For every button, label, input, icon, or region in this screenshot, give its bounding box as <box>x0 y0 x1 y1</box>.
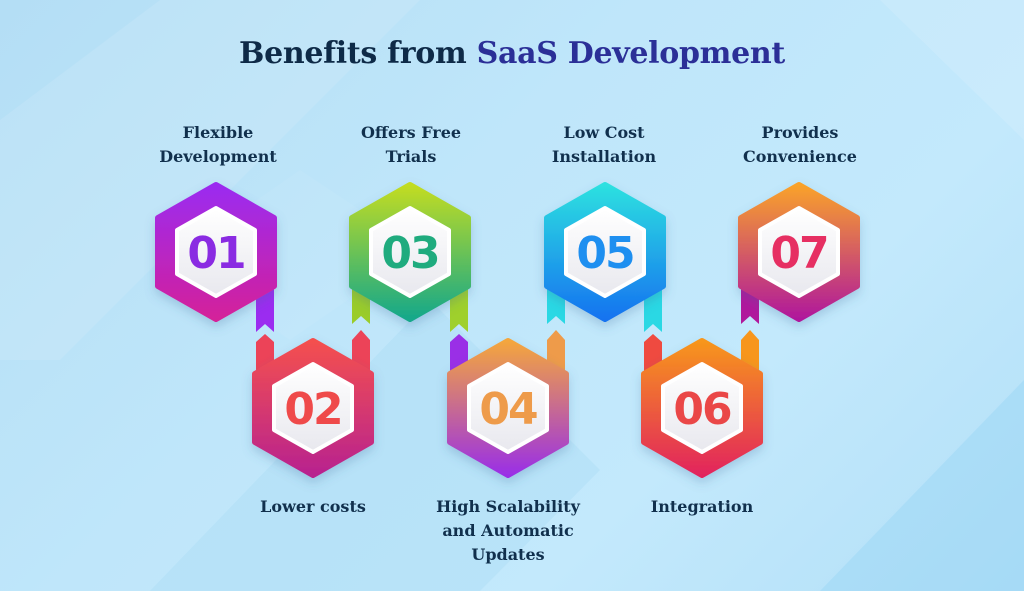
step-07-hexagon <box>738 182 860 322</box>
label-line: Convenience <box>743 147 857 166</box>
label-line: Low Cost <box>563 123 645 142</box>
title-accent: SaaS Development <box>476 36 786 71</box>
step-06-number: 06 <box>673 384 731 435</box>
step-04-hexagon <box>447 338 569 478</box>
label-line: Lower costs <box>260 497 366 516</box>
step-07-number: 07 <box>770 228 827 279</box>
step-04-number: 04 <box>479 384 537 435</box>
title-main: Benefits from <box>239 36 467 71</box>
label-step-04: High Scalability and Automatic Updates <box>408 495 608 567</box>
page-title: Benefits from SaaS Development <box>0 36 1024 71</box>
label-line: Development <box>159 147 277 166</box>
label-line: Updates <box>471 545 545 564</box>
label-line: Installation <box>551 147 657 166</box>
label-line: Offers Free <box>360 123 462 142</box>
label-step-06: Integration <box>602 495 802 519</box>
label-line: Provides <box>761 123 839 142</box>
step-02-hexagon <box>252 338 374 478</box>
label-line: High Scalability <box>436 497 580 516</box>
label-line: Trials <box>385 147 437 166</box>
step-01-number: 01 <box>187 228 244 279</box>
label-step-01: Flexible Development <box>118 121 318 169</box>
step-05-number: 05 <box>576 228 633 279</box>
step-01-hexagon <box>155 182 277 322</box>
label-step-03: Offers Free Trials <box>311 121 511 169</box>
label-step-02: Lower costs <box>213 495 413 519</box>
label-line: Flexible <box>182 123 254 142</box>
label-step-05: Low Cost Installation <box>504 121 704 169</box>
step-02-number: 02 <box>284 384 341 435</box>
step-03-number: 03 <box>381 228 438 279</box>
label-step-07: Provides Convenience <box>700 121 900 169</box>
step-05-hexagon <box>544 182 666 322</box>
label-line: and Automatic <box>442 521 574 540</box>
label-line: Integration <box>650 497 754 516</box>
step-06-hexagon <box>641 338 763 478</box>
step-03-hexagon <box>349 182 471 322</box>
